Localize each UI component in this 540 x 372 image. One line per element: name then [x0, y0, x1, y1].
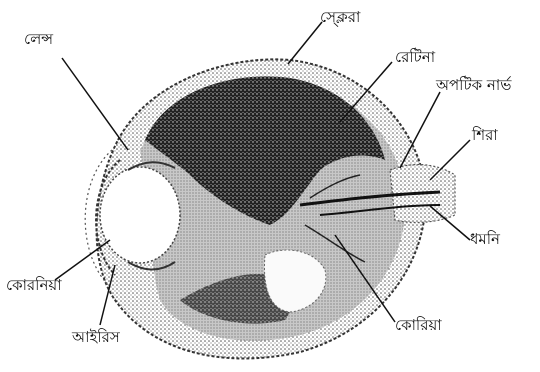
lens-shape: [100, 167, 180, 263]
label-choroid: কোরিয়া: [395, 318, 442, 333]
leader-optic-nerve: [400, 92, 440, 168]
label-retina: রেটিনা: [395, 50, 435, 65]
label-cornea: কোরনিয়া: [6, 278, 62, 293]
leader-lens: [62, 58, 128, 150]
label-sclera: স্ক্লেরা: [320, 10, 360, 25]
label-lens: লেন্স: [24, 32, 53, 47]
label-artery: ধমনি: [470, 232, 500, 247]
label-optic-nerve: অপটিক নার্ভ: [436, 78, 511, 93]
label-vein: শিরা: [472, 128, 498, 143]
leader-sclera: [288, 22, 322, 64]
label-iris: আইরিস: [72, 330, 120, 345]
